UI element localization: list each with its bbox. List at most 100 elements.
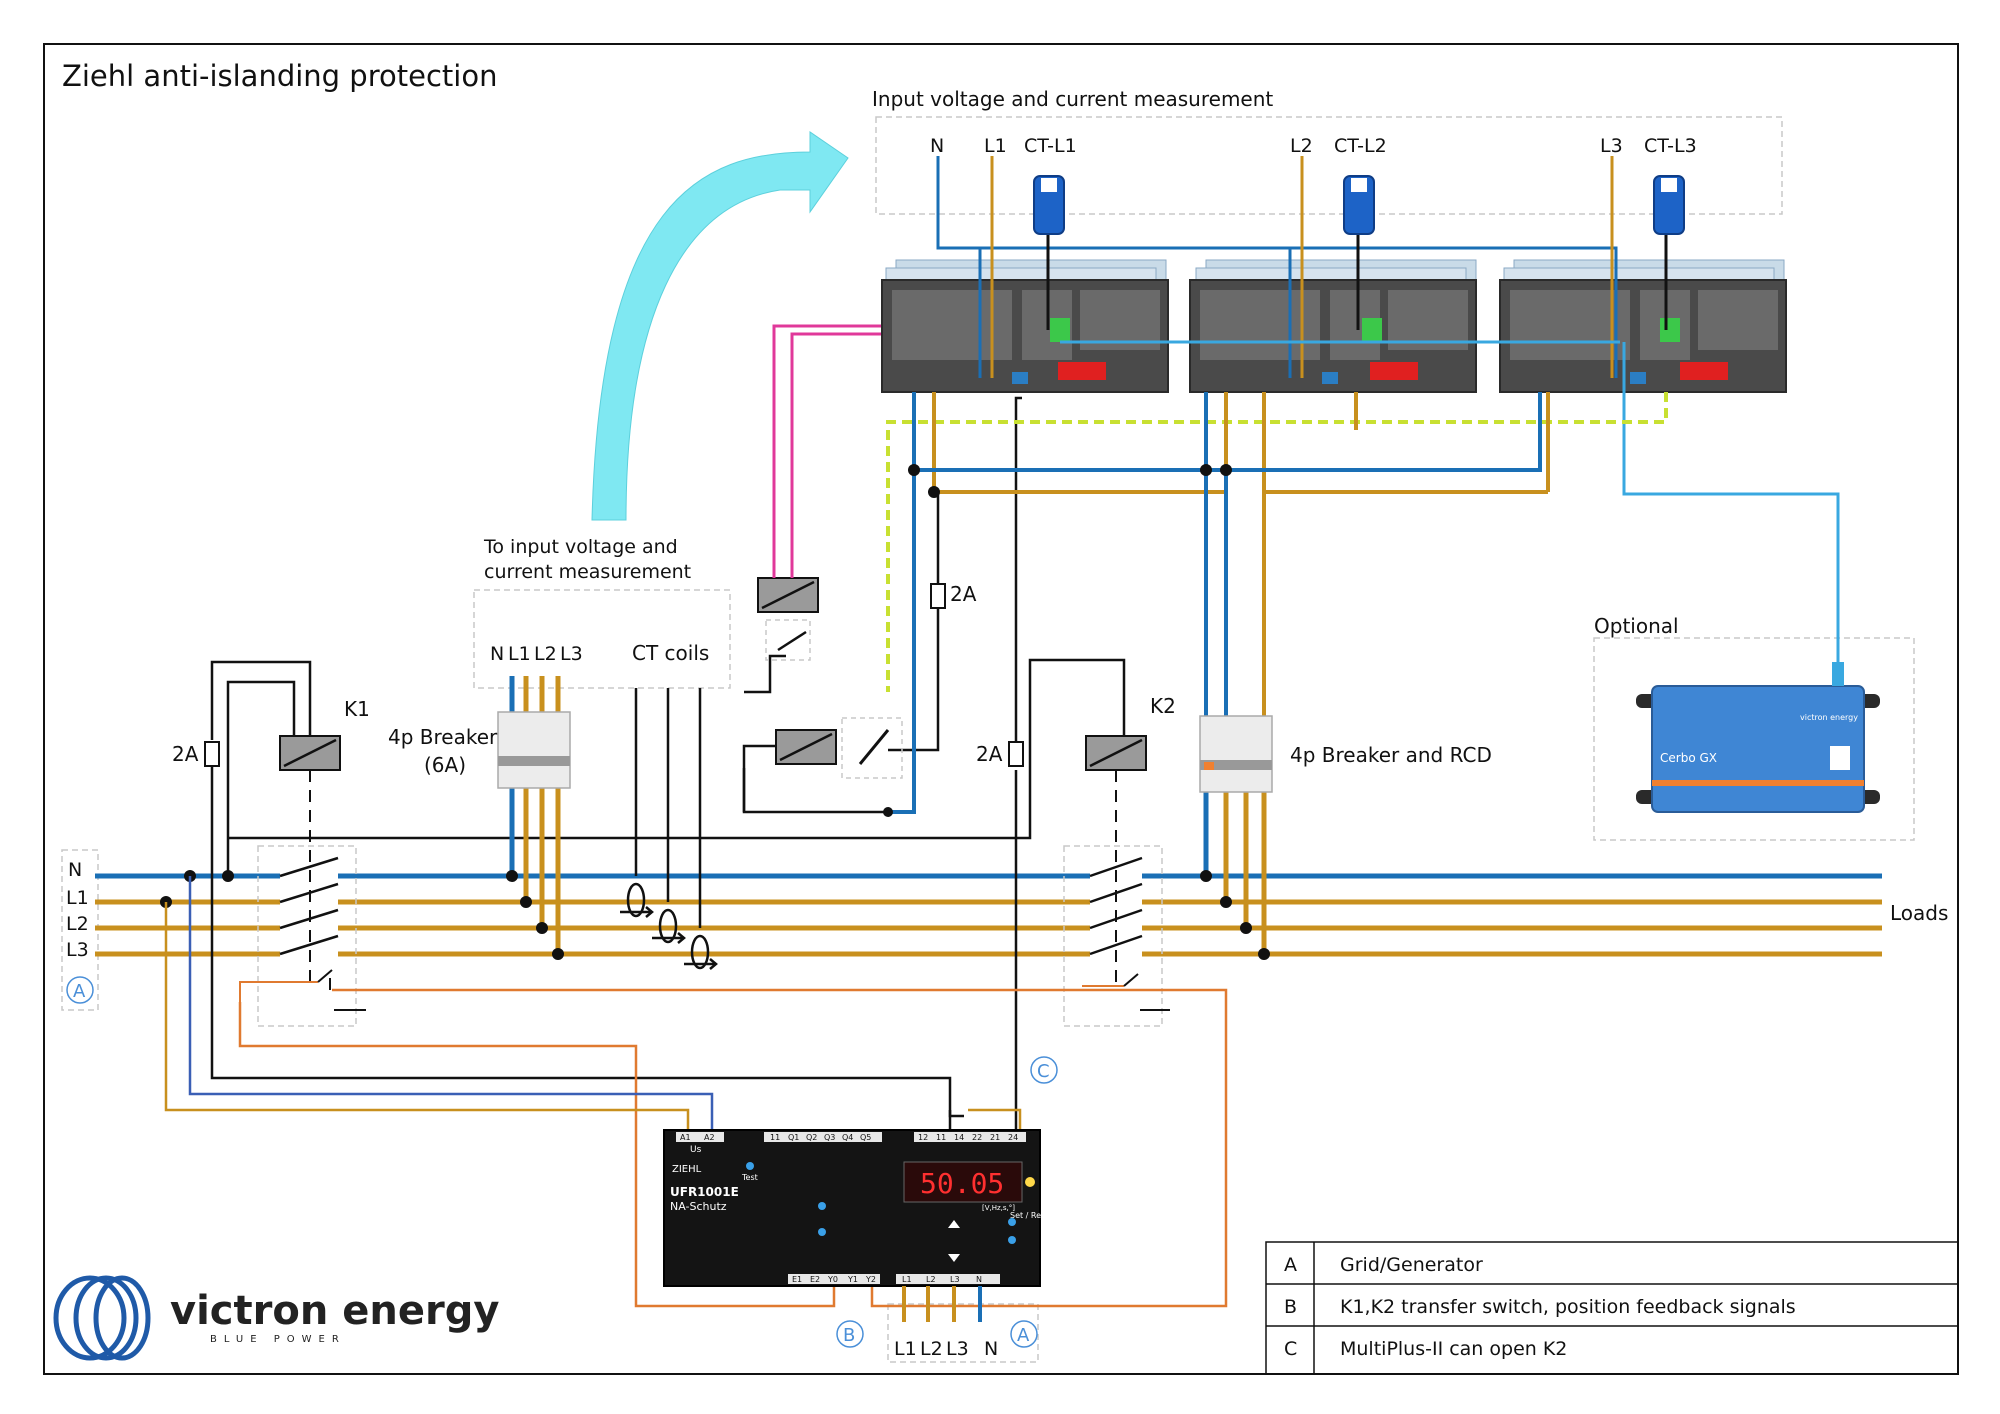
k1-dashed-box bbox=[257, 845, 357, 1027]
ufr-input-n: N bbox=[984, 1338, 998, 1360]
flow-arrow bbox=[591, 131, 849, 521]
svg-text:E1: E1 bbox=[792, 1275, 802, 1284]
svg-text:14: 14 bbox=[954, 1133, 964, 1142]
marker-a-ufr-text: A bbox=[1017, 1325, 1030, 1346]
fuse-k2-label: 2A bbox=[976, 742, 1003, 766]
legend-key-a: A bbox=[1284, 1254, 1297, 1276]
ufr-model: UFR1001E bbox=[670, 1185, 739, 1199]
input-measurement-box bbox=[875, 116, 1783, 215]
aux-relay-1-contact-box bbox=[765, 619, 811, 661]
breaker-label-l2: L2 bbox=[534, 643, 557, 665]
svg-text:L3: L3 bbox=[950, 1275, 960, 1284]
ufr-us-label: Us bbox=[690, 1145, 702, 1155]
breaker-4p-label-1: 4p Breaker bbox=[388, 725, 498, 749]
legend-key-b: B bbox=[1284, 1296, 1297, 1318]
fuse-k2[interactable] bbox=[1008, 741, 1024, 767]
ufr-set-label[interactable]: Set / Reset bbox=[1010, 1211, 1053, 1220]
bus-label-l1: L1 bbox=[66, 887, 89, 909]
top-label-l2: L2 bbox=[1290, 135, 1313, 157]
svg-text:Q3: Q3 bbox=[824, 1133, 835, 1142]
aux-relay-2-slash bbox=[779, 732, 833, 762]
ufr-test-label[interactable]: Test bbox=[741, 1173, 758, 1182]
svg-text:L1: L1 bbox=[902, 1275, 912, 1284]
page-title: Ziehl anti-islanding protection bbox=[62, 59, 497, 93]
svg-text:Y2: Y2 bbox=[865, 1275, 876, 1284]
marker-c bbox=[1030, 1056, 1058, 1084]
marker-a-grid bbox=[66, 976, 94, 1004]
multiplus-unit-2 bbox=[1189, 259, 1477, 393]
bus-label-l2: L2 bbox=[66, 913, 89, 935]
busbars bbox=[95, 873, 1882, 957]
ufr-top-terminal-labels: A1 A2 11 Q1 Q2 Q3 Q4 Q5 12 11 14 22 21 2… bbox=[680, 1133, 1018, 1142]
svg-text:Q4: Q4 bbox=[842, 1133, 853, 1142]
ufr-input-l3: L3 bbox=[946, 1338, 969, 1360]
legend-table bbox=[1265, 1241, 1959, 1375]
ufr-relay bbox=[663, 1129, 1041, 1287]
svg-text:21: 21 bbox=[990, 1133, 1000, 1142]
marker-b bbox=[836, 1320, 864, 1348]
ct-coils bbox=[620, 882, 718, 970]
fuse-k1[interactable] bbox=[204, 741, 220, 767]
fuse-k1-label: 2A bbox=[172, 742, 199, 766]
k2-dashed-box bbox=[1063, 845, 1163, 1027]
k2-coil-slash bbox=[1089, 738, 1143, 768]
ufr-input-box bbox=[887, 1303, 1039, 1363]
top-label-n: N bbox=[930, 135, 944, 157]
svg-text:A2: A2 bbox=[704, 1133, 715, 1142]
top-label-l1: L1 bbox=[984, 135, 1007, 157]
ufr-input-wires bbox=[902, 1286, 982, 1322]
output-wiring bbox=[886, 392, 1668, 814]
legend-text-a: Grid/Generator bbox=[1340, 1254, 1483, 1276]
aux-relay-1-slash bbox=[761, 580, 815, 610]
ct-coils-label: CT coils bbox=[632, 641, 709, 665]
top-label-ct-l3: CT-L3 bbox=[1644, 135, 1697, 157]
ct-clamp-l2 bbox=[1343, 175, 1375, 235]
top-label-ct-l1: CT-L1 bbox=[1024, 135, 1077, 157]
k1-feedback-contact bbox=[239, 969, 366, 1011]
aux-relay-1-contact bbox=[777, 630, 807, 652]
ufr-freq-units: [V,Hz,s,°] bbox=[982, 1204, 1015, 1212]
fuse-top[interactable] bbox=[930, 583, 946, 609]
breaker-label-l3: L3 bbox=[560, 643, 583, 665]
ufr-display-value: 50.05 bbox=[920, 1167, 1004, 1200]
control-wiring bbox=[210, 396, 1126, 1130]
svg-text:12: 12 bbox=[918, 1133, 928, 1142]
svg-text:Q1: Q1 bbox=[788, 1133, 799, 1142]
top-label-ct-l2: CT-L2 bbox=[1334, 135, 1387, 157]
logo-tagline: BLUE POWER bbox=[210, 1334, 346, 1345]
bus-label-n: N bbox=[68, 859, 82, 881]
multiplus-unit-3 bbox=[1499, 259, 1787, 393]
svg-text:A1: A1 bbox=[680, 1133, 691, 1142]
svg-text:N: N bbox=[976, 1275, 982, 1284]
fuse-top-label: 2A bbox=[950, 582, 977, 606]
ufr-brand: ZIEHL bbox=[672, 1164, 702, 1175]
optional-box bbox=[1593, 637, 1915, 841]
ufr-subtitle: NA-Schutz bbox=[670, 1200, 727, 1213]
cerbo-gx[interactable] bbox=[1636, 662, 1880, 813]
aux-relay-2-contact-box bbox=[841, 717, 903, 779]
junction-dots bbox=[160, 464, 1270, 960]
optional-label: Optional bbox=[1594, 614, 1679, 638]
svg-text:Q2: Q2 bbox=[806, 1133, 817, 1142]
ufr-bottom-terminal-labels: E1 E2 Y0 Y1 Y2 L1 L2 L3 N bbox=[792, 1275, 982, 1284]
ct-coil-wires bbox=[634, 688, 702, 928]
breaker-4p[interactable] bbox=[497, 711, 571, 789]
bus-label-l3: L3 bbox=[66, 939, 89, 961]
marker-a-ufr bbox=[1010, 1320, 1038, 1348]
input-measurement-label: Input voltage and current measurement bbox=[872, 87, 1273, 111]
breaker-rcd[interactable] bbox=[1199, 715, 1273, 793]
legend-text-b: K1,K2 transfer switch, position feedback… bbox=[1340, 1296, 1796, 1318]
logo-brand: victron energy bbox=[170, 1288, 499, 1334]
marker-b-text: B bbox=[843, 1325, 855, 1346]
measurement-target-box bbox=[473, 589, 731, 689]
top-input-wiring bbox=[936, 156, 1840, 662]
legend-text-c: MultiPlus-II can open K2 bbox=[1340, 1338, 1567, 1360]
breaker-rcd-label: 4p Breaker and RCD bbox=[1290, 743, 1492, 767]
k2-feedback-contact bbox=[1082, 973, 1170, 1011]
ufr-input-l1: L1 bbox=[894, 1338, 917, 1360]
breaker-4p-label-2: (6A) bbox=[424, 753, 466, 777]
svg-text:11: 11 bbox=[936, 1133, 946, 1142]
ufr-input-l2: L2 bbox=[920, 1338, 943, 1360]
svg-text:L2: L2 bbox=[926, 1275, 936, 1284]
